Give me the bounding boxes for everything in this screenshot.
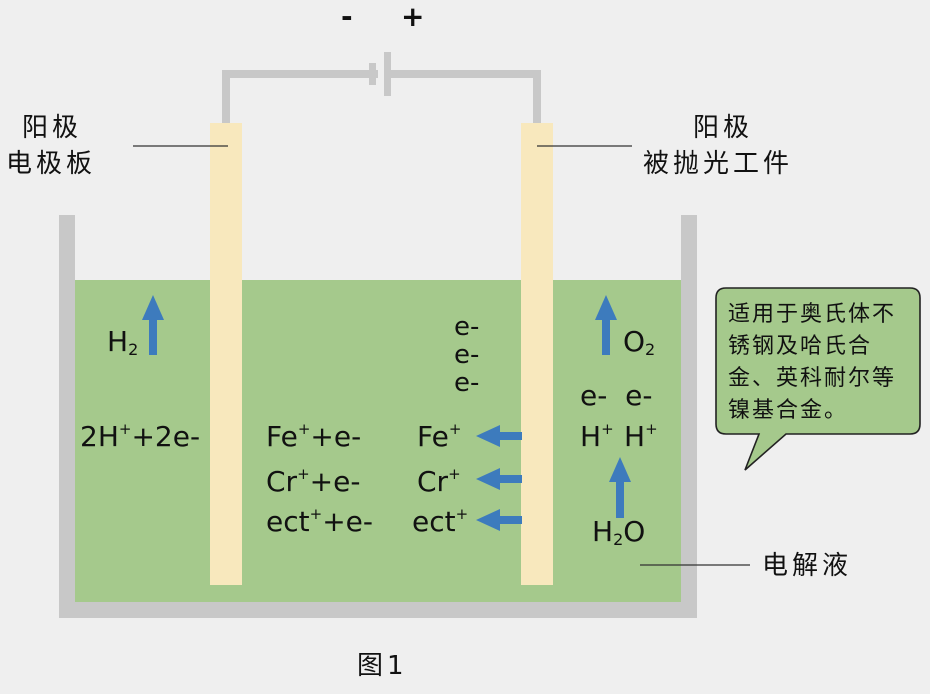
fe-ion: Fe+ [417,420,462,453]
right-electrode-workpiece [521,123,553,585]
o2-up-arrow [595,295,617,355]
cr-ion: Cr+ [417,465,461,498]
left-electrode-label-2: 电极板 [6,149,97,179]
h2-label: H2 [107,325,139,359]
tank-left-wall [59,215,75,618]
h2o-up-arrow [609,457,631,518]
tank-bottom [59,602,697,618]
note-bubble [715,287,921,471]
cr-reaction: Cr++e- [266,465,361,498]
right-electrons: e- e- [580,379,653,412]
ect-left-arrow [476,509,522,531]
right-electrode-label-1: 阳极 [693,113,754,143]
left-electrode-plate [210,123,242,585]
left-electrode-label-1: 阳极 [22,113,83,143]
water-label: H2O [592,515,646,549]
battery-short-plate [369,63,376,85]
h-ion-1: H+ [580,420,614,453]
right-wire [390,70,541,125]
note-text: 适用于奥氏体不锈钢及哈氏合金、英科耐尔等镍基合金。 [728,302,897,423]
electron-2: e- [454,340,480,370]
h2-up-arrow [142,295,164,355]
plus-sign: + [401,0,425,33]
minus-sign: - [341,0,353,33]
right-electrode-label-2: 被抛光工件 [643,149,794,179]
electron-1: e- [454,312,480,342]
h-ion-2: H+ [624,420,658,453]
electrolyte-label: 电解液 [762,551,853,581]
electrolyte [75,280,681,602]
ect-ion: ect+ [412,505,469,538]
o2-label: O2 [623,325,656,359]
fe-reaction: Fe++e- [266,420,362,453]
electron-3: e- [454,368,480,398]
ect-reaction: ect++e- [266,505,373,538]
figure-caption: 图1 [357,651,408,681]
left-wire [222,70,378,125]
cathode-reaction: 2H++2e- [80,420,201,453]
fe-left-arrow [476,425,522,447]
battery-long-plate [384,52,391,96]
cr-left-arrow [476,468,522,490]
tank-right-wall [681,215,697,618]
